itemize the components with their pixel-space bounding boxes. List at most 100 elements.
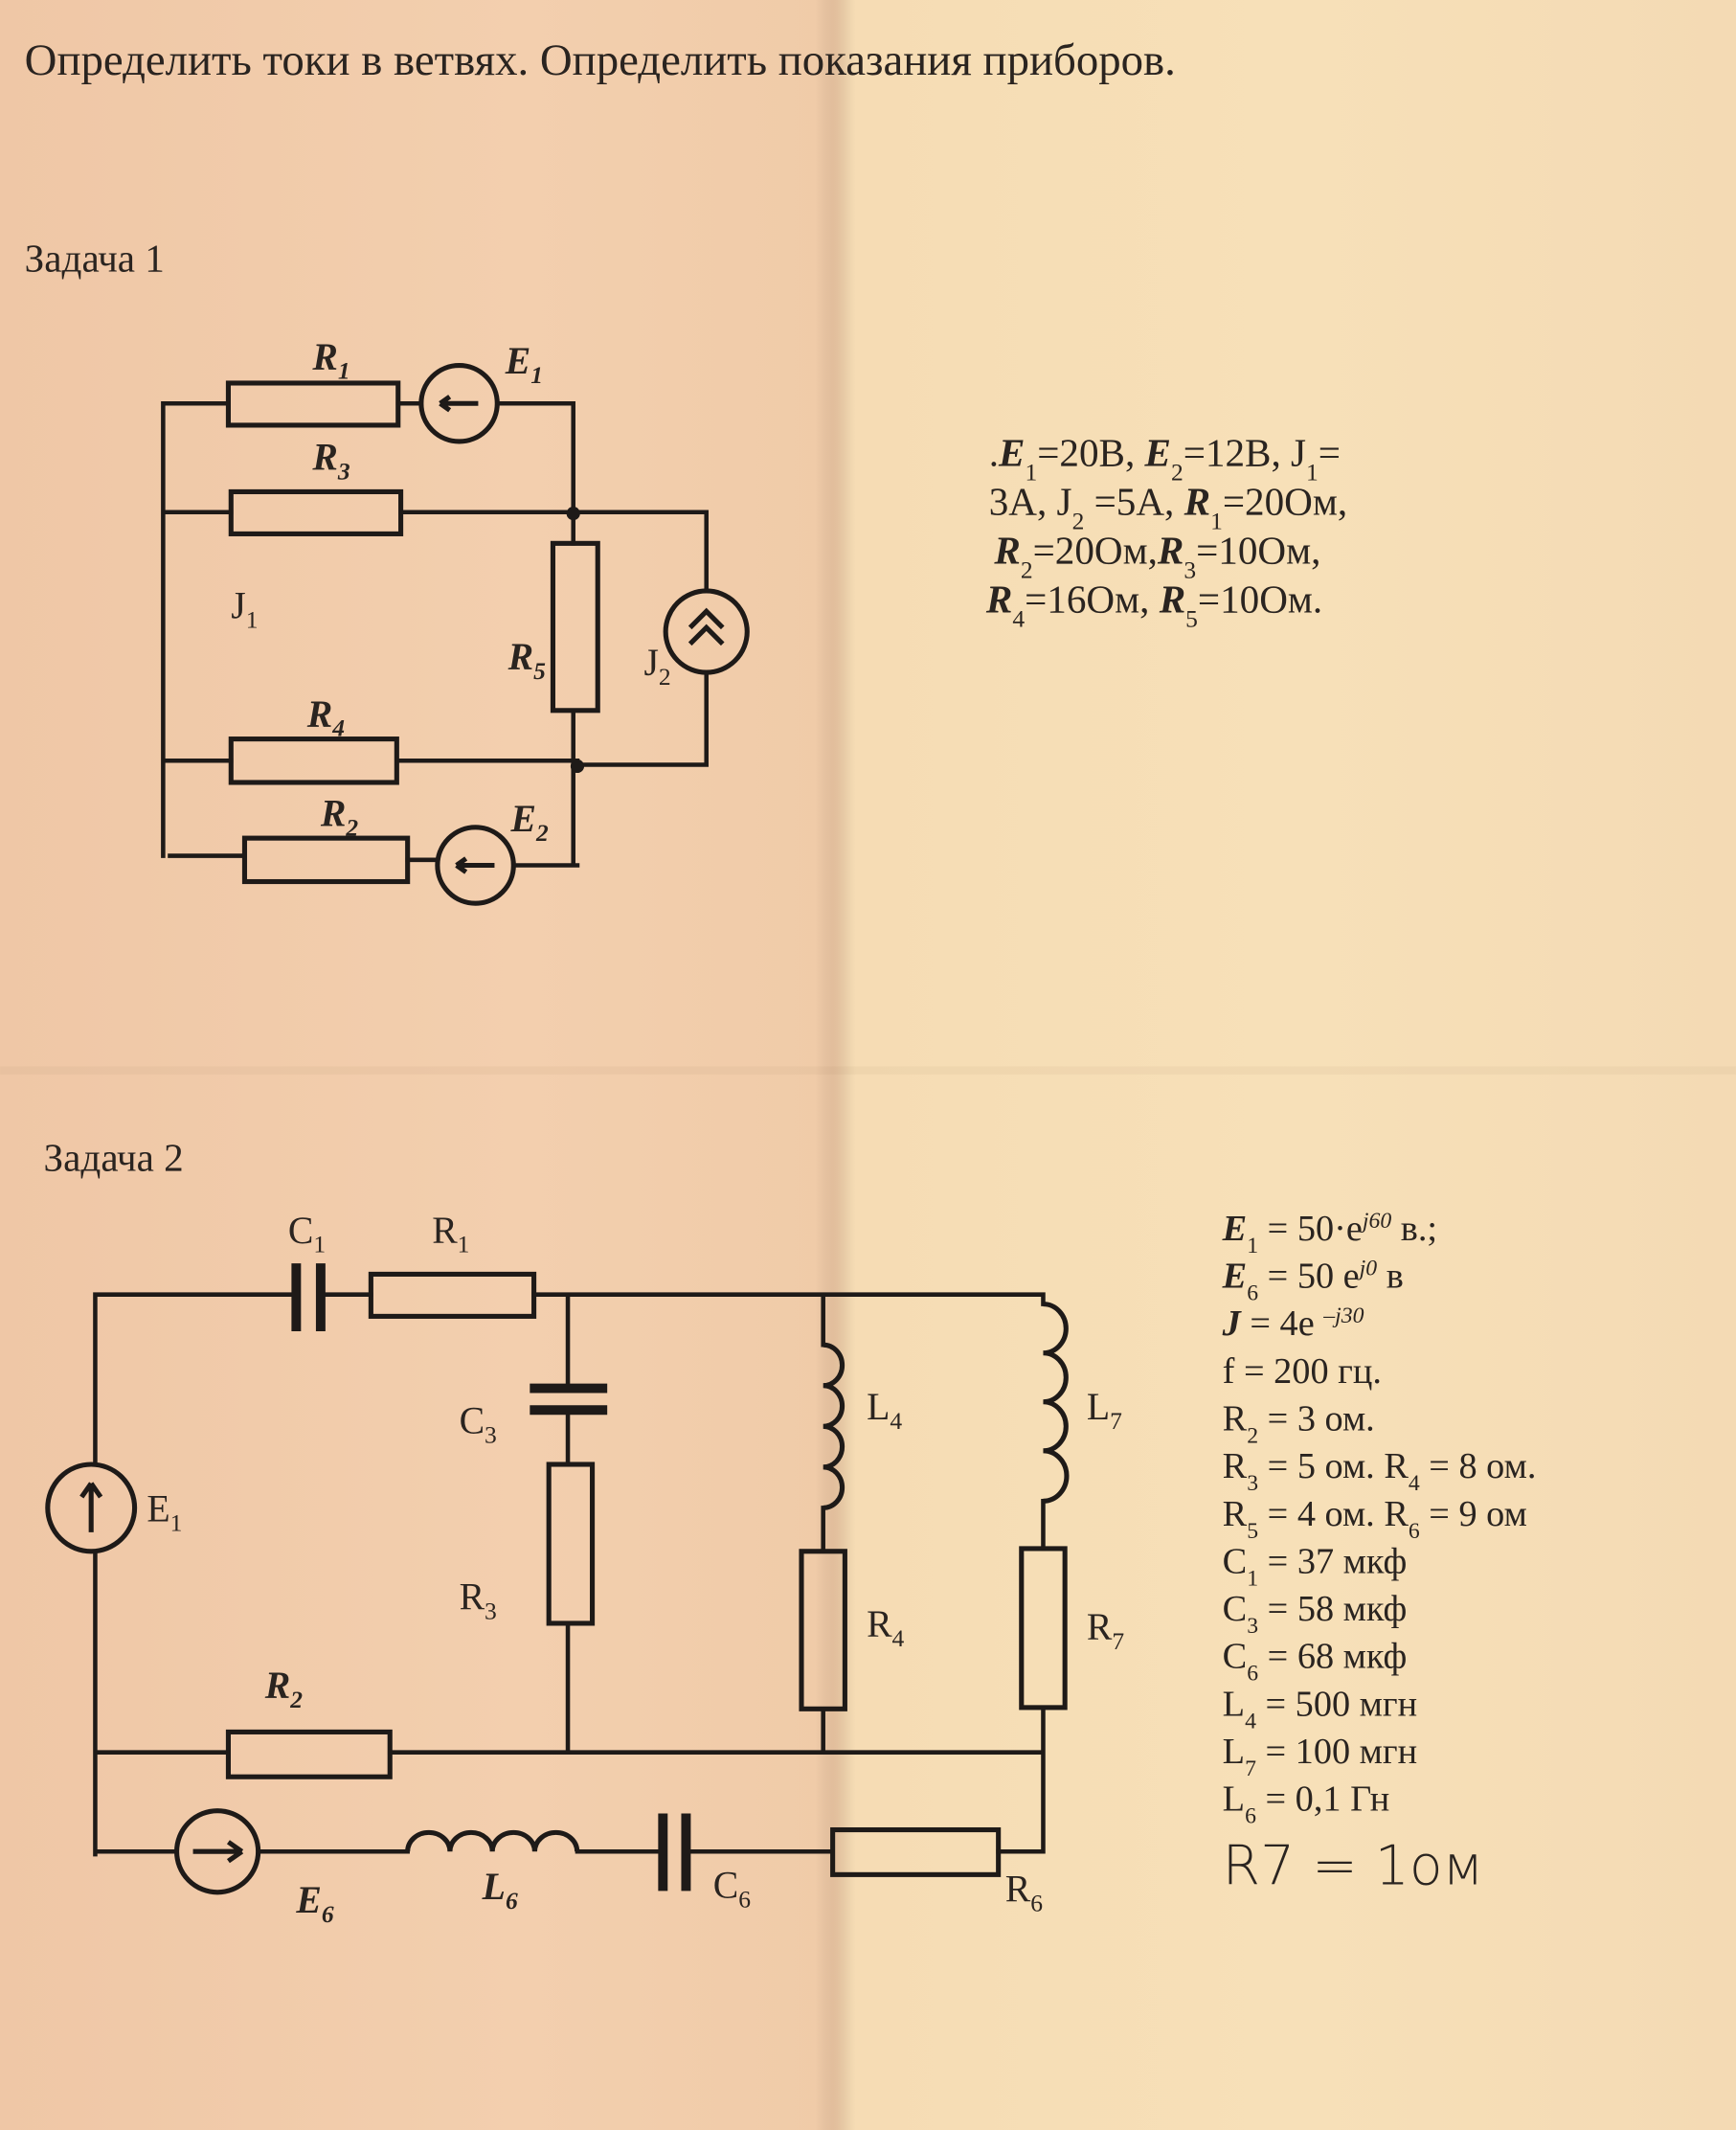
- label-r2: R2: [320, 792, 358, 841]
- label-subscript: 2: [535, 819, 549, 847]
- resistor-r1: [225, 380, 401, 428]
- text: = 68 мкф: [1258, 1637, 1407, 1677]
- subscript: 1: [1247, 1566, 1258, 1591]
- capacitor-c3-icon: [530, 1383, 608, 1416]
- subscript: 1: [1247, 1234, 1258, 1258]
- resistor-r1: [368, 1271, 537, 1319]
- subscript: 3: [1184, 555, 1196, 583]
- label-j1: J1: [231, 584, 258, 633]
- text: =10Ом,: [1196, 529, 1320, 573]
- text: = 37 мкф: [1258, 1541, 1407, 1581]
- text: R: [993, 529, 1020, 573]
- label-subscript: 6: [506, 1887, 518, 1915]
- text: =20Ом,: [1033, 529, 1158, 573]
- label-subscript: 1: [338, 357, 350, 385]
- task1-title: Задача 1: [25, 237, 165, 281]
- text: = 100 мгн: [1256, 1732, 1417, 1772]
- label-base: R: [507, 636, 533, 678]
- subscript: 6: [1247, 1281, 1258, 1306]
- label-base: R: [460, 1576, 485, 1619]
- parameter-line: .E1=20В, E2=12В, J1=: [989, 430, 1341, 486]
- parameter-line: L4 = 500 мгн: [1223, 1684, 1417, 1733]
- text: L: [1223, 1684, 1245, 1724]
- label-base: R: [264, 1665, 290, 1707]
- subscript: 7: [1245, 1756, 1256, 1781]
- label-subscript: 1: [313, 1231, 326, 1258]
- resistor-r2: [241, 835, 411, 885]
- subscript: 1: [1210, 507, 1223, 534]
- text: = 3 ом.: [1258, 1399, 1375, 1439]
- resistor-r4: [228, 736, 399, 785]
- text: = 50·e: [1258, 1209, 1363, 1249]
- label-base: C: [288, 1210, 313, 1252]
- resistor-r3: [228, 488, 404, 536]
- wire: [161, 400, 709, 868]
- superscript: j60: [1360, 1209, 1391, 1234]
- task2-parameters: E1 = 50·ej60 в.;E6 = 50 ej0 вJ = 4e –j30…: [1222, 1209, 1537, 1829]
- label-r3: R3: [311, 437, 349, 486]
- subscript: 3: [1247, 1471, 1258, 1496]
- parameter-line: R5 = 4 ом. R6 = 9 ом: [1223, 1494, 1527, 1544]
- text: E: [998, 430, 1025, 474]
- superscript: –j30: [1322, 1303, 1364, 1328]
- text: R: [1157, 529, 1184, 573]
- text: C: [1223, 1589, 1248, 1629]
- text: f = 200 гц.: [1223, 1351, 1382, 1392]
- subscript: 5: [1185, 604, 1198, 632]
- resistor-r7: [1019, 1546, 1068, 1711]
- text: E: [1144, 430, 1171, 474]
- label-r1: R1: [311, 336, 349, 385]
- text: = 500 мгн: [1256, 1684, 1417, 1724]
- voltage-source-e2-icon: [435, 825, 516, 906]
- instruction-heading: Определить токи в ветвях. Определить пок…: [25, 35, 1176, 85]
- parameter-line: J = 4e –j30: [1222, 1303, 1364, 1344]
- label-subscript: 1: [458, 1231, 470, 1258]
- label-subscript: 7: [1112, 1627, 1124, 1655]
- label-base: E: [295, 1879, 321, 1921]
- parameter-line: 3А, J2 =5А, R1=20Ом,: [989, 480, 1347, 535]
- label-base: R: [1005, 1869, 1031, 1911]
- text: = 0,1 Гн: [1256, 1779, 1389, 1820]
- label-subscript: 1: [530, 361, 543, 389]
- text: R: [1223, 1399, 1248, 1439]
- parameter-line: L6 = 0,1 Гн: [1223, 1779, 1390, 1829]
- text: R: [985, 578, 1012, 622]
- parameter-line: E6 = 50 ej0 в: [1222, 1257, 1404, 1306]
- label-subscript: 2: [345, 813, 358, 841]
- label-base: R: [311, 437, 337, 479]
- text: L: [1223, 1732, 1245, 1772]
- text: = 4e: [1241, 1303, 1323, 1344]
- parameter-line: R3 = 5 ом. R4 = 8 ом.: [1223, 1446, 1537, 1496]
- resistor-r2: [225, 1729, 393, 1779]
- parameter-line: L7 = 100 мгн: [1223, 1732, 1417, 1781]
- resistor-r6: [830, 1826, 1002, 1877]
- label-c6: C6: [713, 1864, 751, 1913]
- handwritten-note: R7 = 1ом: [1223, 1834, 1484, 1897]
- text: =10Ом.: [1198, 578, 1322, 622]
- text: R: [1159, 578, 1185, 622]
- text: J: [1222, 1303, 1243, 1344]
- parameter-line: R2=20Ом,R3=10Ом,: [993, 529, 1320, 584]
- text: = 5 ом. R: [1258, 1446, 1409, 1486]
- parameter-line: C1 = 37 мкф: [1223, 1541, 1408, 1591]
- text: .: [989, 430, 999, 474]
- label-base: J: [231, 584, 245, 626]
- text: C: [1223, 1637, 1248, 1677]
- label-subscript: 3: [485, 1598, 497, 1625]
- inductor-l4-icon: [823, 1342, 845, 1510]
- text: 3А, J: [989, 480, 1072, 524]
- parameter-line: R4=16Ом, R5=10Ом.: [985, 578, 1322, 633]
- label-base: R: [306, 693, 332, 736]
- label-subscript: 5: [533, 657, 546, 685]
- subscript: 2: [1021, 555, 1033, 583]
- label-base: R: [432, 1210, 458, 1252]
- resistor-r5: [550, 540, 600, 714]
- resistor-r4: [799, 1549, 847, 1711]
- text: R: [1223, 1494, 1248, 1534]
- label-base: L: [482, 1866, 506, 1908]
- label-subscript: 1: [170, 1509, 183, 1537]
- text: =16Ом,: [1025, 578, 1160, 622]
- label-r2: R2: [264, 1665, 303, 1713]
